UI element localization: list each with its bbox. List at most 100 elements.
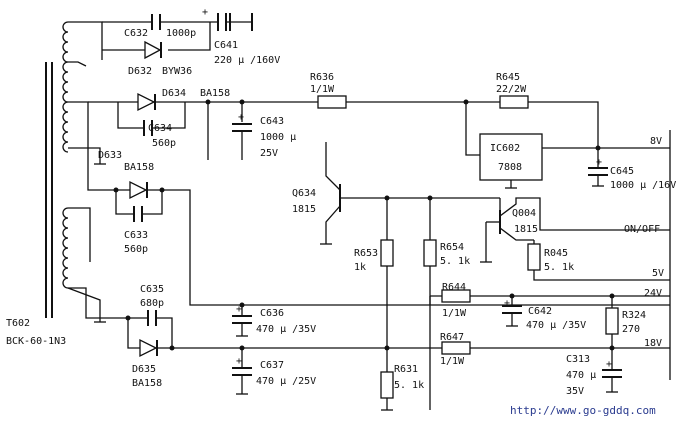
c641-plus-sign: + (202, 7, 208, 18)
d634-value: BA158 (200, 88, 230, 99)
resistor-r654: R654 5. 1k (423, 198, 470, 410)
capacitor-c632: C632 1000p (124, 14, 196, 39)
regulator-ic602: IC602 7808 (479, 133, 670, 189)
output-18v-label: 18V (644, 338, 662, 349)
c313-value1: 470 μ (566, 370, 596, 381)
output-5v-label: 5V (652, 268, 664, 279)
ic602-value: 7808 (498, 162, 522, 173)
c633-value: 560p (124, 244, 148, 255)
c634-ref: C634 (148, 123, 172, 134)
r654-ref: R654 (440, 242, 464, 253)
r653-ref: R653 (354, 248, 378, 259)
r324-value: 270 (622, 324, 640, 335)
c643-ref: C643 (260, 116, 284, 127)
diode-d635: D635 BA158 (132, 338, 442, 389)
wire-c634-right (152, 102, 186, 129)
r045-ref: R045 (544, 248, 568, 259)
capacitor-c642: + C642 470 μ /35V (502, 296, 586, 331)
transformer-upper-winding (62, 21, 69, 153)
r644-ref: R644 (442, 282, 466, 293)
r636-value: 1/1W (310, 84, 335, 95)
r644-value: 1/1W (442, 308, 467, 319)
wire-d632-right (168, 22, 211, 51)
ic602-ref: IC602 (490, 143, 520, 154)
q004-ref: Q004 (512, 208, 536, 219)
wire-tap-1 (68, 61, 87, 67)
resistor-r631: R631 5. 1k (380, 345, 424, 411)
r654-value: 5. 1k (440, 256, 470, 267)
q634-ref: Q634 (292, 188, 316, 199)
watermark-url: http://www.go-gddq.com (510, 404, 656, 417)
transistor-q634: Q634 1815 (292, 142, 500, 245)
c632-value: 1000p (166, 28, 196, 39)
wire-winding-ground (68, 147, 101, 158)
transistor-q004: Q004 1815 (480, 197, 670, 263)
capacitor-c637: + C637 470 μ /25V (232, 345, 316, 395)
wire-c634-left (117, 102, 144, 129)
output-8v-label: 8V (650, 136, 662, 147)
c635-value: 680p (140, 298, 164, 309)
c643-plus-sign: + (238, 112, 244, 123)
q004-value: 1815 (514, 224, 538, 235)
resistor-r653: R653 1k (354, 198, 394, 372)
d632-ref: D632 (128, 66, 152, 77)
d633-ref: D633 (98, 150, 122, 161)
resistor-r647: R647 1/1W (440, 332, 670, 367)
d635-ref: D635 (132, 364, 156, 375)
r647-value: 1/1W (440, 356, 465, 367)
d634-ref: D634 (162, 88, 186, 99)
r645-value: 22/2W (496, 84, 527, 95)
d635-value: BA158 (132, 378, 162, 389)
c645-ref: C645 (610, 166, 634, 177)
c643-value2: 25V (260, 148, 278, 159)
c642-ref: C642 (528, 306, 552, 317)
diode-d633 (129, 180, 148, 200)
c632-ref: C632 (124, 28, 148, 39)
c636-plus-sign: + (236, 304, 242, 315)
r645-ref: R645 (496, 72, 520, 83)
r631-value: 5. 1k (394, 380, 424, 391)
c643-value1: 1000 μ (260, 132, 296, 143)
c645-value: 1000 μ /16V (610, 180, 676, 191)
c642-value: 470 μ /35V (526, 320, 586, 331)
c641-ref: C641 (214, 40, 238, 51)
capacitor-c643: + C643 1000 μ 25V (232, 112, 296, 160)
r045-value: 5. 1k (544, 262, 574, 273)
resistor-r045: R045 5. 1k (527, 240, 670, 281)
c634-value: 560p (152, 138, 176, 149)
c636-value: 470 μ /35V (256, 324, 316, 335)
diode-d632: D632 BYW36 (128, 40, 192, 77)
d634-branch: D634 BA158 C634 560p (88, 88, 318, 160)
c645-plus-sign: + (596, 157, 602, 168)
resistor-r636: R636 1/1W (310, 72, 480, 156)
c637-value: 470 μ /25V (256, 376, 316, 387)
c313-plus-sign: + (606, 359, 612, 370)
q634-value: 1815 (292, 204, 316, 215)
diode-d634 (137, 92, 156, 112)
c635-ref: C635 (140, 284, 164, 295)
output-onoff-label: ON/OFF (624, 224, 660, 235)
transformer-lower-winding (62, 207, 69, 289)
c636-ref: C636 (260, 308, 284, 319)
capacitor-c645: + C645 1000 μ /16V (588, 148, 676, 191)
c642-plus-sign: + (504, 298, 510, 309)
c641-value: 220 μ /160V (214, 55, 280, 66)
d632-value: BYW36 (162, 66, 192, 77)
c637-plus-sign: + (236, 356, 242, 367)
r324-ref: R324 (622, 310, 646, 321)
t602-part: BCK-60-1N3 (6, 336, 66, 347)
r636-ref: R636 (310, 72, 334, 83)
wire-winding-top (68, 21, 103, 60)
resistor-r645: R645 22/2W (466, 72, 599, 148)
r653-value: 1k (354, 262, 366, 273)
capacitor-c641: + C641 220 μ /160V (202, 7, 280, 66)
wire-tap-d633 (68, 101, 130, 191)
transformer-t602 (45, 21, 69, 318)
capacitor-c313: + C313 470 μ 35V (566, 348, 622, 397)
t602-ref: T602 (6, 318, 30, 329)
lower-wiring: C635 680p T602 BCK-60-1N3 (6, 207, 175, 351)
r631-ref: R631 (394, 364, 418, 375)
r647-ref: R647 (440, 332, 464, 343)
c313-value2: 35V (566, 386, 584, 397)
